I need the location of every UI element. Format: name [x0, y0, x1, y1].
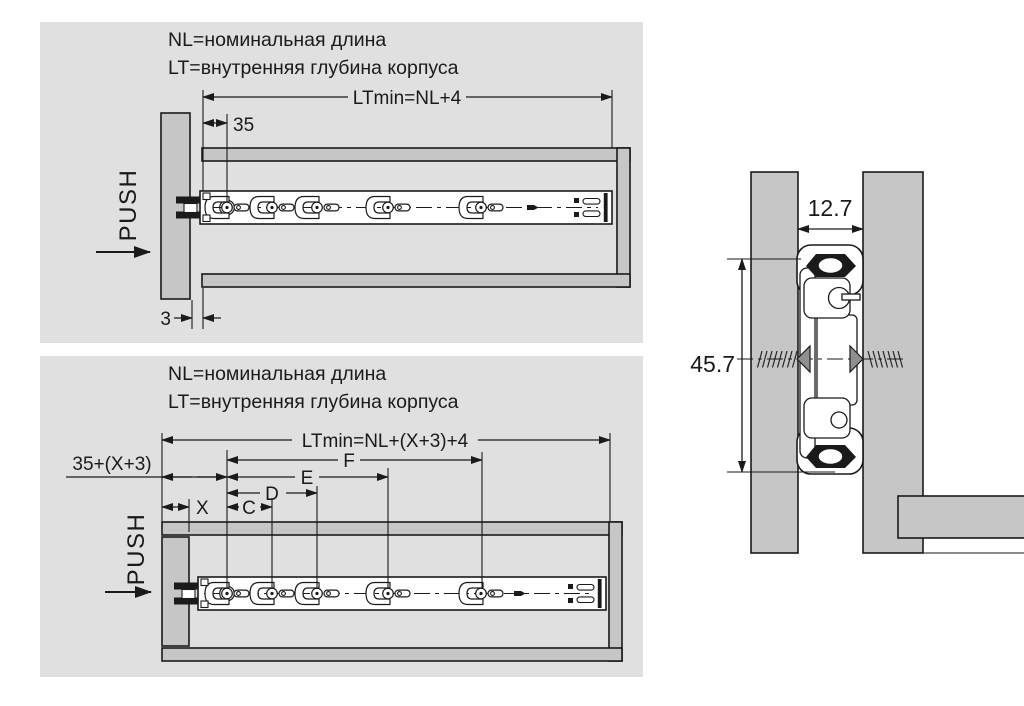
- dimension-gap: 3: [160, 288, 221, 330]
- ball-race-bottom: [806, 445, 856, 468]
- top-panel-background: [40, 22, 643, 343]
- ball-bearing: [817, 256, 844, 275]
- cabinet-top-wall: [201, 147, 631, 162]
- slide-cross-section: [796, 244, 864, 475]
- dimension-f-label: F: [343, 451, 355, 472]
- cabinet-back-panel: [897, 495, 1024, 539]
- mounting-screws: [737, 344, 908, 374]
- dimension-depth-top-label: LTmin=NL+4: [353, 88, 462, 109]
- dimension-slide-width-label: 12.7: [808, 195, 853, 221]
- cabinet-bottom-view: [161, 521, 623, 662]
- dimension-slide-width: 12.7: [797, 195, 864, 233]
- slide-rail-bottom-view: [173, 576, 607, 611]
- dimension-f: F: [226, 451, 483, 472]
- bottom-legend-line2: LT=внутренняя глубина корпуса: [168, 391, 459, 413]
- slide-lever: [841, 293, 861, 301]
- cabinet-back-wall: [608, 521, 623, 662]
- ball-race-top: [806, 254, 856, 277]
- bottom-legend-line1: NL=номинальная длина: [168, 363, 386, 385]
- dimension-front-offset-top-label: 35: [233, 115, 254, 136]
- dimension-slide-height: 45.7: [690, 258, 835, 473]
- push-label-bottom: PUSH: [123, 513, 150, 586]
- dimension-c-label: C: [242, 498, 256, 519]
- dimension-gap-label: 3: [160, 309, 171, 330]
- dimension-d-label: D: [265, 484, 279, 505]
- top-legend-line1: NL=номинальная длина: [168, 29, 386, 51]
- ball-bearing: [817, 447, 844, 466]
- cabinet-bottom-wall: [201, 273, 631, 288]
- drawer-side-panel: [750, 171, 799, 554]
- bottom-panel: NL=номинальная длина LT=внутренняя глуби…: [40, 356, 643, 677]
- dimension-c: C: [226, 498, 273, 519]
- dimension-slide-height-label: 45.7: [690, 351, 735, 377]
- cabinet-top-wall: [161, 521, 623, 536]
- cabinet-back-wall: [616, 147, 631, 288]
- dimension-depth-top: LTmin=NL+4: [202, 88, 613, 191]
- slide-rail-top-view: [175, 190, 613, 225]
- screw-icon-left: [756, 344, 811, 374]
- top-legend-line2: LT=внутренняя глубина корпуса: [168, 57, 459, 79]
- slide-lower-roller: [830, 411, 848, 429]
- dimension-front-offset-bottom-label: 35+(X+3): [72, 454, 151, 475]
- screw-icon-right: [849, 344, 904, 374]
- cabinet-top-view: [201, 147, 631, 288]
- dimension-e-label: E: [301, 468, 314, 489]
- top-panel: NL=номинальная длина LT=внутренняя глуби…: [40, 22, 643, 343]
- push-label-top: PUSH: [115, 169, 142, 242]
- dimension-x-label: X: [196, 498, 209, 519]
- dimension-front-offset-bottom: 35+(X+3): [66, 454, 228, 481]
- dimension-front-offset-top: 35: [202, 114, 254, 202]
- dimension-d: D: [226, 484, 318, 505]
- bottom-panel-background: [40, 356, 643, 677]
- dimension-depth-bottom-label: LTmin=NL+(X+3)+4: [302, 431, 469, 452]
- cabinet-bottom-wall: [161, 647, 623, 662]
- hole-extension-lines: [226, 450, 483, 589]
- cross-section-view: 12.7 45.7: [690, 171, 1024, 554]
- dimension-e: E: [226, 468, 389, 489]
- cabinet-side-panel: [862, 171, 924, 554]
- dimension-x: X: [161, 498, 209, 532]
